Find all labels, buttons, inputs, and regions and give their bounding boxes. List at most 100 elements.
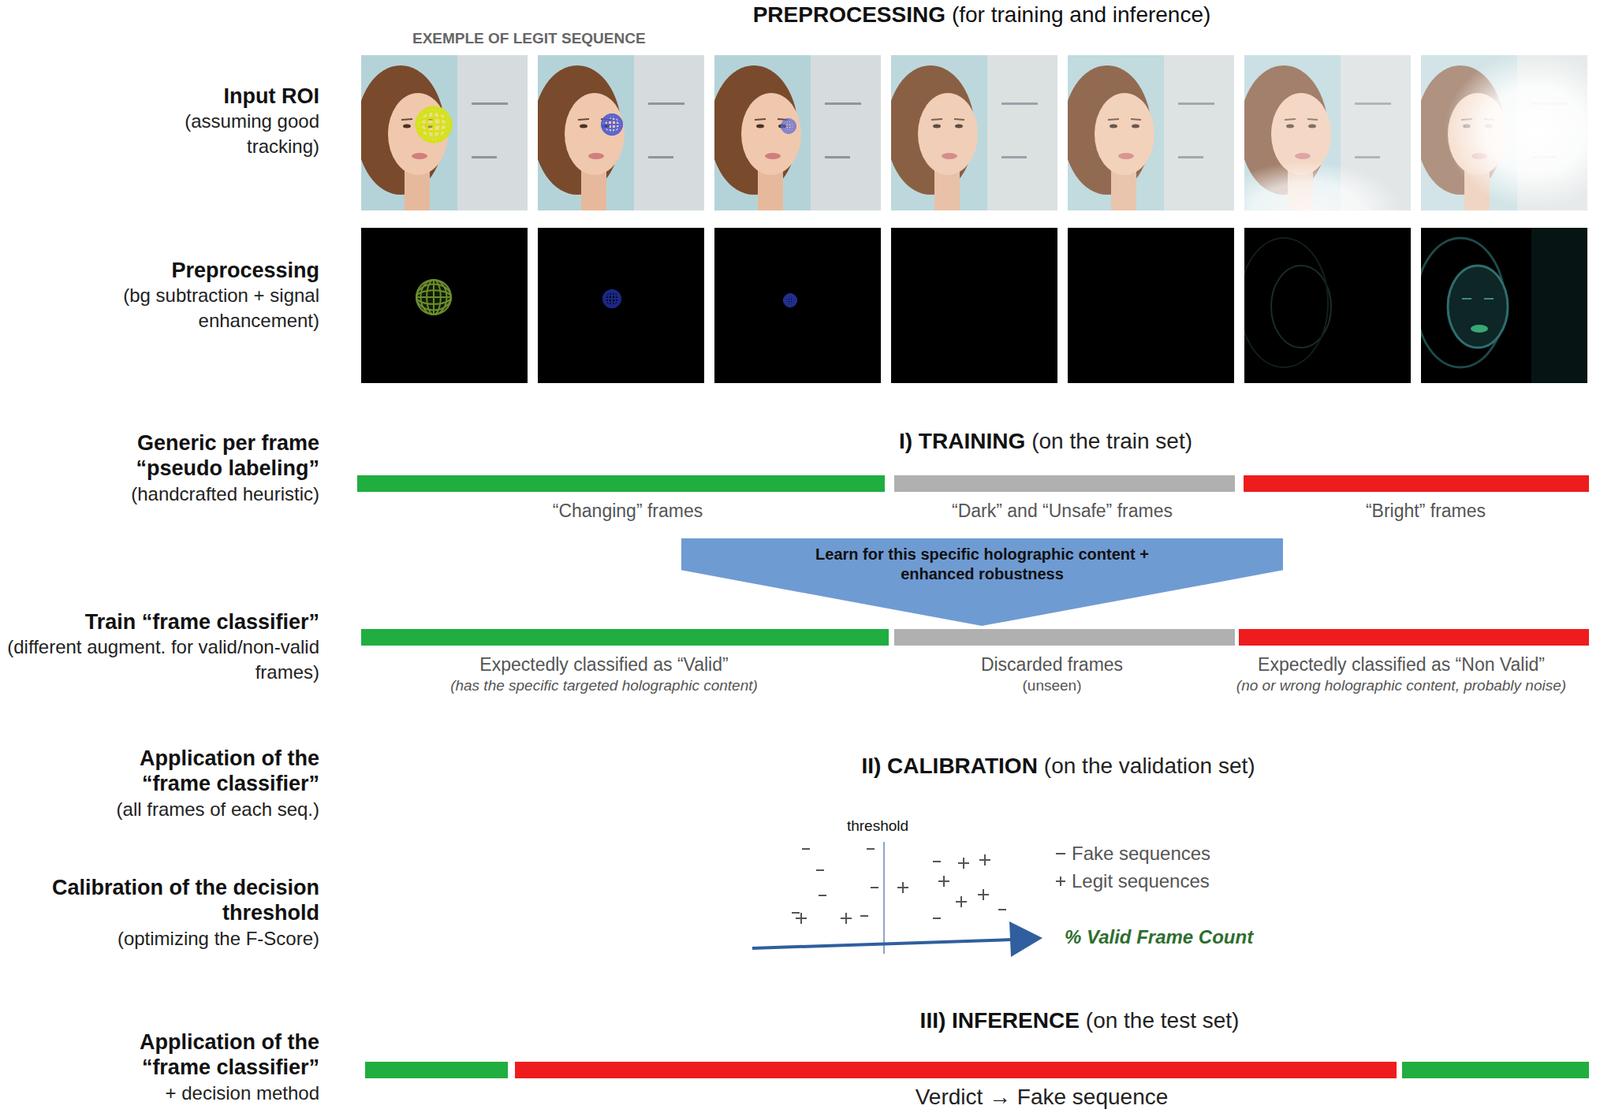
card-field bbox=[824, 102, 862, 105]
roi-frame bbox=[537, 55, 705, 211]
section-title: II) CALIBRATION (on the validation set) bbox=[861, 753, 1255, 780]
inference-band: Verdict → Fake sequence bbox=[514, 1062, 1397, 1112]
legend-text: Legit sequences bbox=[1071, 870, 1210, 894]
band-text: “Bright” frames bbox=[1268, 499, 1584, 523]
threshold-label-text: threshold bbox=[846, 817, 909, 836]
legit-marker bbox=[958, 857, 970, 869]
step-label-text: (optimizing the F-Score) bbox=[117, 926, 320, 952]
legit-marker-bar bbox=[902, 882, 904, 894]
step-label-text: (handcrafted heuristic) bbox=[130, 481, 320, 507]
glare bbox=[1444, 55, 1588, 209]
wash bbox=[891, 55, 1058, 211]
legit-marker-bar bbox=[845, 913, 847, 925]
band-bar bbox=[357, 475, 885, 493]
legit-marker-bar bbox=[943, 876, 945, 888]
section-title-text: (on the validation set) bbox=[1044, 753, 1256, 780]
hologram-line bbox=[787, 119, 790, 134]
fake-marker bbox=[791, 912, 800, 914]
card-field bbox=[824, 156, 851, 159]
step-label-text: Input ROI bbox=[223, 83, 320, 109]
hologram bbox=[783, 294, 797, 307]
classifier-band: Discarded frames(unseen) bbox=[886, 629, 1235, 696]
section-title-text: I) TRAINING bbox=[898, 428, 1026, 456]
lips bbox=[588, 152, 605, 160]
step-label-text: (assuming good tracking) bbox=[130, 108, 320, 158]
section-title: I) TRAINING(on the train set) bbox=[898, 428, 1193, 456]
classifier-band: Expectedly classified as “Non Valid”(no … bbox=[1208, 629, 1595, 696]
legend-item: Legit sequences bbox=[1054, 870, 1210, 894]
section-title-text: II) CALIBRATION bbox=[861, 753, 1037, 780]
section-title: PREPROCESSING(for training and inference… bbox=[753, 1, 1212, 29]
hologram-line bbox=[416, 107, 452, 142]
band-bar bbox=[894, 475, 1235, 493]
preprocessed-frame bbox=[891, 227, 1058, 384]
axis-arrow bbox=[752, 939, 1013, 949]
example-caption: EXEMPLE OF LEGIT SEQUENCE bbox=[412, 29, 646, 49]
learning-arrow: Learn for this specific holographic cont… bbox=[681, 538, 1283, 627]
legend-item: Fake sequences bbox=[1054, 842, 1211, 866]
fake-marker bbox=[932, 861, 941, 863]
band-text: Verdict → Fake sequence bbox=[805, 1083, 1279, 1112]
legit-marker bbox=[897, 882, 909, 894]
hologram-line bbox=[789, 294, 791, 307]
legit-marker bbox=[938, 876, 950, 888]
roi-frame bbox=[1244, 55, 1411, 211]
fake-marker bbox=[866, 848, 875, 851]
step-label-text: Preprocessing bbox=[171, 257, 320, 284]
legit-marker bbox=[840, 913, 852, 925]
pseudo-label-band: “Dark” and “Unsafe” frames bbox=[892, 475, 1235, 523]
legend-text: Fake sequences bbox=[1071, 842, 1211, 866]
hologram-line bbox=[603, 290, 621, 308]
legit-marker-bar bbox=[800, 913, 802, 925]
axis-arrowhead bbox=[1009, 921, 1043, 958]
card-field bbox=[471, 156, 497, 159]
step-label: Application of the “frame classifier”+ d… bbox=[3, 1029, 320, 1106]
black-background bbox=[714, 227, 881, 384]
hologram bbox=[416, 107, 452, 142]
mouth bbox=[1470, 324, 1489, 333]
band-caption: Expectedly classified as “Valid”(has the… bbox=[351, 629, 857, 696]
hologram-line bbox=[601, 114, 623, 135]
valid-band bbox=[365, 1062, 508, 1079]
hologram-line bbox=[432, 107, 436, 142]
pseudo-label-band: “Bright” frames bbox=[1243, 475, 1589, 523]
card-shadow bbox=[1531, 227, 1588, 384]
card-background bbox=[891, 55, 1058, 211]
black-background bbox=[891, 227, 1058, 384]
band-caption: “Changing” frames bbox=[406, 475, 849, 523]
legit-marker bbox=[795, 913, 807, 925]
step-label: Calibration of the decision threshold(op… bbox=[3, 875, 320, 952]
faint-hair bbox=[1244, 238, 1328, 368]
step-label-text: Train “frame classifier” bbox=[85, 609, 320, 635]
band-text: Discarded frames bbox=[886, 653, 1218, 677]
classifier-band: Expectedly classified as “Valid”(has the… bbox=[351, 629, 889, 696]
band-text: Learn for this specific holographic cont… bbox=[793, 544, 1172, 585]
legit-marker-bar bbox=[962, 857, 965, 869]
band-text: (unseen) bbox=[886, 676, 1218, 696]
band-bar bbox=[514, 1062, 1397, 1079]
band-caption: Discarded frames(unseen) bbox=[886, 629, 1218, 696]
fake-marker bbox=[816, 869, 825, 872]
band-text: (has the specific targeted holographic c… bbox=[351, 676, 857, 696]
step-label-text: + decision method bbox=[165, 1081, 320, 1106]
arrow-shape-fill bbox=[681, 538, 1283, 627]
hologram-line bbox=[781, 119, 796, 134]
band-text: Expectedly classified as “Non Valid” bbox=[1208, 653, 1595, 677]
black-background bbox=[1420, 227, 1588, 384]
band-text: Expectedly classified as “Valid” bbox=[351, 653, 857, 677]
step-label: Train “frame classifier”(different augme… bbox=[3, 609, 320, 685]
band-bar bbox=[361, 629, 889, 646]
band-text: “Dark” and “Unsafe” frames bbox=[892, 499, 1232, 523]
band-caption: “Dark” and “Unsafe” frames bbox=[892, 475, 1232, 523]
step-label-text: Generic per frame “pseudo labeling” bbox=[90, 430, 320, 482]
section-title: III) INFERENCE(on the test set) bbox=[920, 1007, 1240, 1035]
hologram-line bbox=[611, 290, 613, 308]
glare bbox=[1244, 161, 1403, 211]
fake-marker bbox=[801, 848, 810, 851]
eye bbox=[756, 124, 765, 129]
fake-marker bbox=[860, 915, 869, 918]
axis-label-text: % Valid Frame Count bbox=[1064, 926, 1254, 950]
step-label-text: (bg subtraction + signal enhancement) bbox=[114, 283, 320, 332]
step-label: Input ROI(assuming good tracking) bbox=[3, 83, 320, 159]
roi-frame bbox=[1420, 55, 1588, 211]
